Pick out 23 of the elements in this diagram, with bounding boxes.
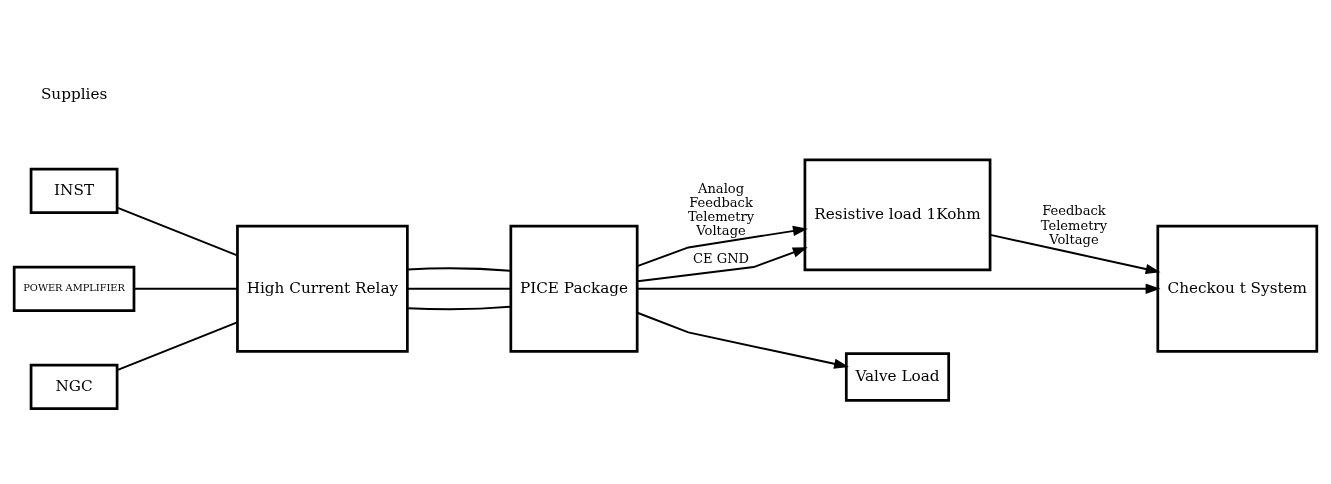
arrow [636, 283, 1161, 295]
edge-label: Feedback Telemetry Voltage [1040, 203, 1108, 247]
arrow [636, 311, 849, 369]
connector [133, 287, 239, 290]
edge-label: Analog Feedback Telemetry Voltage [687, 180, 755, 239]
arrow [636, 225, 808, 268]
connector [116, 321, 239, 372]
connector [406, 305, 512, 311]
node-box: Checkou t System [1156, 224, 1319, 353]
node-box: NGC [29, 363, 119, 410]
connector [116, 206, 239, 257]
connector [406, 267, 512, 272]
arrow [636, 247, 808, 283]
label: Supplies [40, 84, 108, 103]
arrow [989, 233, 1161, 275]
node-box: Resistive load 1Kohm [803, 158, 992, 272]
edge-label: CE GND [693, 251, 750, 267]
node-box: INST [29, 167, 119, 214]
node-box: PICE Package [509, 224, 639, 353]
node-box: High Current Relay [236, 224, 409, 353]
node-box: Valve Load [844, 352, 951, 402]
connector [406, 287, 512, 290]
node-box: POWER AMPLIFIER [12, 265, 136, 312]
